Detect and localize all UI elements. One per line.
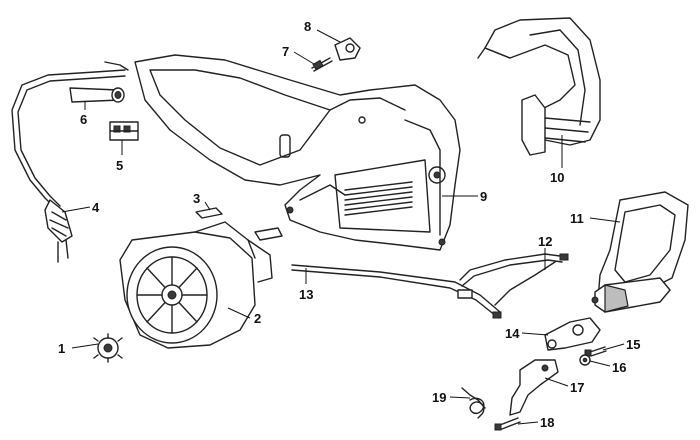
part-10-handle <box>477 17 601 156</box>
part-13-wiring-harness <box>291 264 502 319</box>
callout-15: 15 <box>626 337 640 352</box>
part-17-lever-bracket <box>509 359 559 416</box>
callout-18: 18 <box>540 415 554 430</box>
callout-5: 5 <box>116 158 123 173</box>
callout-12: 12 <box>538 234 552 249</box>
part-4-power-cord <box>11 61 129 263</box>
part-6-cord-sleeve <box>69 87 125 103</box>
part-11-front-guard <box>591 191 689 313</box>
leader-lines <box>61 29 625 425</box>
part-19-spring <box>461 387 486 419</box>
part-2-motor <box>119 221 273 349</box>
callout-13: 13 <box>299 287 313 302</box>
callout-17: 17 <box>570 380 584 395</box>
callout-9: 9 <box>480 189 487 204</box>
part-7-screw <box>311 57 333 72</box>
callout-11: 11 <box>570 211 584 226</box>
callout-1: 1 <box>58 341 65 356</box>
part-15-screw <box>584 346 607 357</box>
part-18-pin <box>494 417 521 431</box>
callout-2: 2 <box>254 311 261 326</box>
part-1-drive-gear <box>93 333 123 363</box>
callout-3: 3 <box>193 191 200 206</box>
part-14-switch <box>544 317 601 351</box>
part-12-wiring-harness <box>459 253 569 306</box>
callout-6: 6 <box>80 112 87 127</box>
callout-14: 14 <box>505 326 520 341</box>
callout-10: 10 <box>550 170 564 185</box>
callout-4: 4 <box>92 200 100 215</box>
callout-16: 16 <box>612 360 626 375</box>
part-16-washer <box>579 354 591 366</box>
callout-7: 7 <box>282 44 289 59</box>
part-8-cap <box>334 37 361 61</box>
part-9-housing <box>134 54 461 251</box>
housing-vent-grille <box>344 181 413 216</box>
callout-8: 8 <box>304 19 311 34</box>
callout-labels: 1 2 3 4 5 6 7 8 9 10 11 12 13 14 15 16 1… <box>58 19 640 430</box>
part-5-terminal-block <box>109 121 139 141</box>
callout-19: 19 <box>432 390 446 405</box>
